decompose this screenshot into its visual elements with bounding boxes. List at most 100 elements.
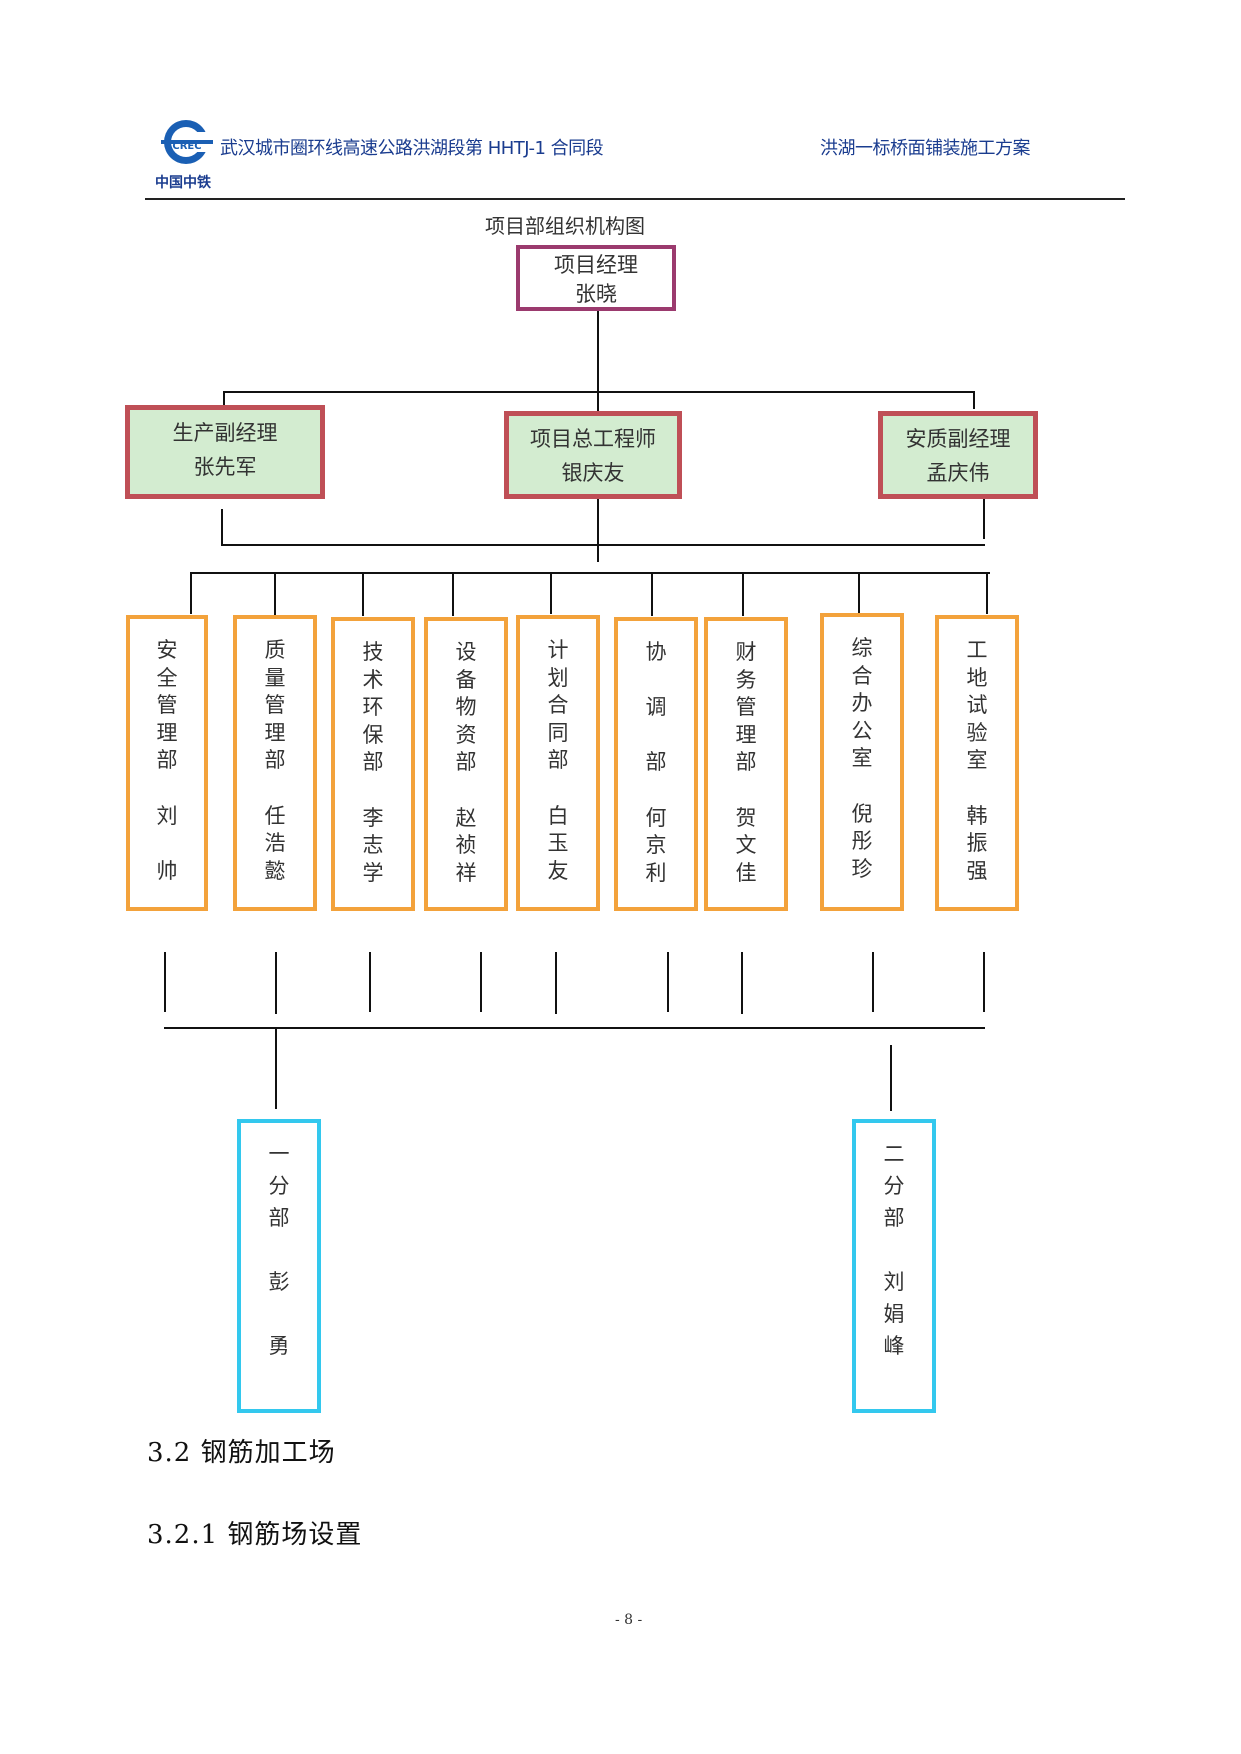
vertical-char: 术 <box>362 667 384 692</box>
chief-engineer-box: 项目总工程师 银庆友 <box>504 411 682 499</box>
vertical-char: 京 <box>645 833 667 858</box>
dept-tech-env-box: 技术环保部李志学 <box>331 617 415 911</box>
vertical-char: 部 <box>645 750 667 775</box>
connector-line <box>550 574 552 614</box>
dept-office-box: 综合办公室倪彤珍 <box>820 613 904 911</box>
connector-line <box>190 572 990 574</box>
project-manager-role: 项目经理 <box>554 253 638 277</box>
document-title: 洪湖一标桥面铺装施工方案 <box>820 138 1031 159</box>
connector-line <box>221 544 985 546</box>
vertical-char: 祥 <box>455 860 477 885</box>
subsection-heading: 3.2.1 钢筋场设置 <box>147 1520 363 1550</box>
vertical-char: 办 <box>851 691 873 716</box>
production-deputy-box: 生产副经理 张先军 <box>125 405 325 499</box>
vertical-char: 管 <box>735 695 757 720</box>
connector-line <box>223 391 975 393</box>
connector-line <box>369 952 371 1012</box>
vertical-char: 备 <box>455 667 477 692</box>
vertical-char: 李 <box>362 805 384 830</box>
vertical-char: 分 <box>883 1174 905 1198</box>
vertical-char: 振 <box>966 831 988 856</box>
vertical-char: 珍 <box>851 856 873 881</box>
vertical-char: 划 <box>547 665 569 690</box>
vertical-char: 部 <box>735 750 757 775</box>
connector-line <box>274 572 276 616</box>
deputy-role: 安质副经理 <box>905 427 1011 451</box>
connector-line <box>275 952 277 1014</box>
connector-line <box>190 572 192 614</box>
vertical-char: 全 <box>156 665 178 690</box>
company-logo-text: 中国中铁 <box>155 175 211 191</box>
vertical-char: 理 <box>156 720 178 745</box>
vertical-char: 计 <box>547 638 569 662</box>
vertical-char: 理 <box>735 722 757 747</box>
connector-line <box>480 952 482 1012</box>
dept-safety-box: 安全管理部刘帅 <box>126 615 208 911</box>
connector-line <box>986 572 988 614</box>
vertical-char: 部 <box>455 750 477 775</box>
connector-line <box>973 391 975 409</box>
org-chart-title: 项目部组织机构图 <box>485 214 645 238</box>
vertical-char: 量 <box>264 665 286 690</box>
safety-deputy-box: 安质副经理 孟庆伟 <box>878 411 1038 499</box>
connector-line <box>741 952 743 1014</box>
vertical-char: 友 <box>547 858 569 883</box>
section-heading: 3.2 钢筋加工场 <box>147 1438 336 1468</box>
vertical-char: 协 <box>645 640 667 664</box>
vertical-char: 二 <box>883 1142 905 1166</box>
vertical-char: 管 <box>156 693 178 718</box>
vertical-char: 地 <box>966 665 988 690</box>
header-divider <box>145 198 1125 200</box>
dept-equipment-box: 设备物资部赵祯祥 <box>424 617 508 911</box>
vertical-char: 资 <box>455 722 477 747</box>
vertical-char: 倪 <box>851 801 873 826</box>
company-logo: CREC 中国中铁 <box>155 118 217 191</box>
vertical-char: 峰 <box>883 1334 905 1358</box>
connector-line <box>742 572 744 616</box>
vertical-char: 利 <box>645 860 667 885</box>
dept-lab-box: 工地试验室韩振强 <box>935 615 1019 911</box>
dept-quality-box: 质量管理部任浩懿 <box>233 615 317 911</box>
vertical-char: 何 <box>645 805 667 830</box>
project-manager-box: 项目经理 张晓 <box>516 245 676 311</box>
dept-planning-box: 计划合同部白玉友 <box>516 615 600 911</box>
vertical-char: 技 <box>362 640 384 664</box>
vertical-char: 学 <box>362 860 384 885</box>
vertical-char: 公 <box>851 718 873 743</box>
vertical-char: 环 <box>362 695 384 720</box>
vertical-char: 室 <box>851 746 873 771</box>
vertical-char: 懿 <box>264 858 286 883</box>
deputy-name: 银庆友 <box>561 461 625 485</box>
vertical-char: 部 <box>264 748 286 773</box>
vertical-char: 同 <box>547 720 569 745</box>
vertical-char: 试 <box>966 693 988 718</box>
vertical-char: 部 <box>362 750 384 775</box>
deputy-role: 生产副经理 <box>172 421 278 445</box>
connector-line <box>890 1045 892 1111</box>
dept-coordination-box: 协调部何京利 <box>614 617 698 911</box>
connector-line <box>858 572 860 614</box>
vertical-char: 刘 <box>156 803 178 828</box>
project-title: 武汉城市圈环线高速公路洪湖段第 HHTJ-1 合同段 <box>220 138 604 159</box>
vertical-char: 文 <box>735 833 757 858</box>
subdivision-two-box: 二分部刘娟峰 <box>852 1119 936 1413</box>
dept-finance-box: 财务管理部贺文佳 <box>704 617 788 911</box>
vertical-char: 务 <box>735 667 757 692</box>
vertical-char: 强 <box>966 858 988 883</box>
vertical-char: 浩 <box>264 831 286 856</box>
vertical-char: 工 <box>966 638 988 662</box>
vertical-char: 物 <box>455 695 477 720</box>
deputy-name: 孟庆伟 <box>926 461 990 485</box>
subdivision-one-box: 一分部彭勇 <box>237 1119 321 1413</box>
vertical-char: 佳 <box>735 860 757 885</box>
vertical-char: 一 <box>268 1142 290 1166</box>
vertical-char: 韩 <box>966 803 988 828</box>
vertical-char: 质 <box>264 638 286 662</box>
vertical-char: 理 <box>264 720 286 745</box>
vertical-char: 保 <box>362 722 384 747</box>
vertical-char: 部 <box>547 748 569 773</box>
connector-line <box>555 952 557 1014</box>
connector-line <box>221 509 223 545</box>
vertical-char: 玉 <box>547 831 569 856</box>
project-manager-name: 张晓 <box>575 282 617 306</box>
